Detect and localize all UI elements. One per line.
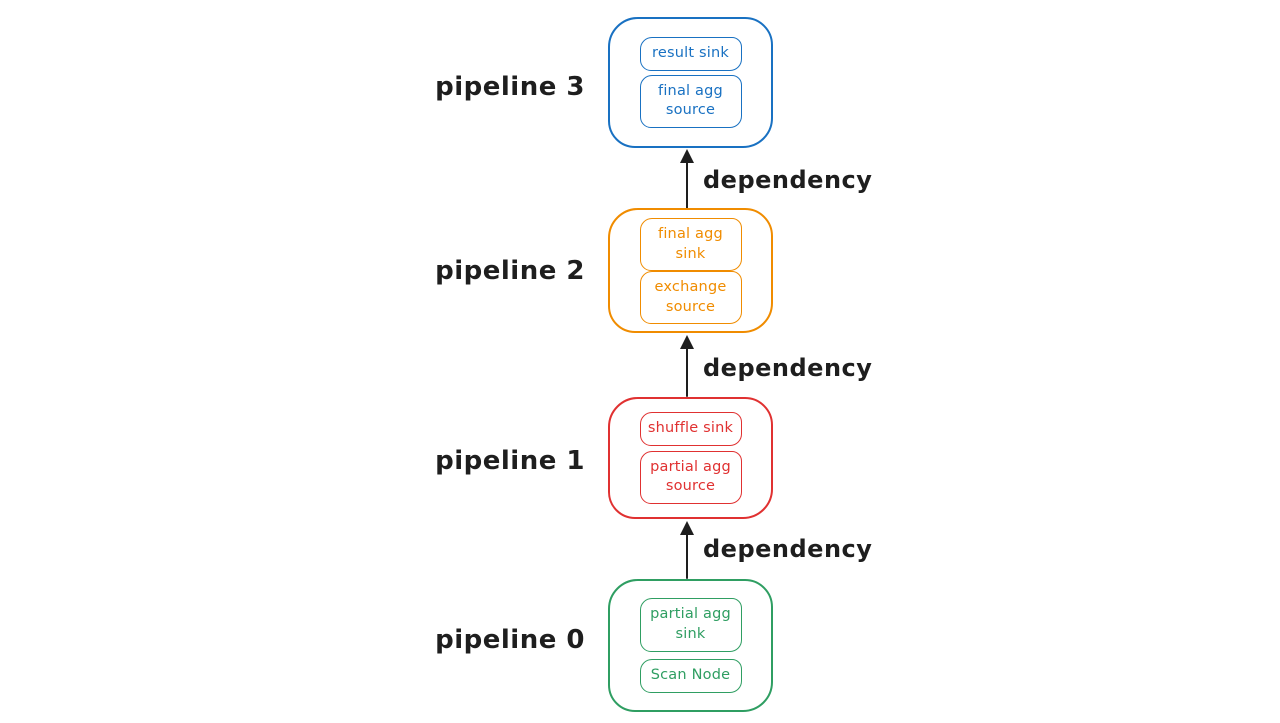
node-final-agg-source: final agg source [639, 74, 742, 128]
arrowhead-icon [680, 335, 694, 349]
arrowhead-icon [680, 521, 694, 535]
dependency-arrow-1-to-2 [680, 335, 694, 397]
node-exchange-source: exchange source [639, 271, 742, 325]
pipeline-0-label: pipeline 0 [435, 625, 585, 655]
dependency-arrow-0-to-1 [680, 521, 694, 579]
pipeline-3-label: pipeline 3 [435, 72, 585, 102]
dependency-label-0-to-1: dependency [703, 535, 873, 563]
pipeline-2-label: pipeline 2 [435, 256, 585, 286]
node-shuffle-sink: shuffle sink [639, 412, 742, 446]
node-partial-agg-source: partial agg source [639, 450, 742, 504]
pipeline-1-box: shuffle sink partial agg source [608, 397, 773, 519]
dependency-label-2-to-3: dependency [703, 166, 873, 194]
node-result-sink: result sink [639, 37, 742, 71]
dependency-label-1-to-2: dependency [703, 354, 873, 382]
pipeline-0-box: partial agg sink Scan Node [608, 579, 773, 712]
node-final-agg-sink: final agg sink [639, 218, 742, 272]
node-scan-node: Scan Node [639, 659, 742, 693]
dependency-arrow-2-to-3 [680, 149, 694, 210]
arrowhead-icon [680, 149, 694, 163]
node-partial-agg-sink: partial agg sink [639, 598, 742, 652]
pipeline-1-label: pipeline 1 [435, 446, 585, 476]
pipeline-2-box: final agg sink exchange source [608, 208, 773, 333]
pipeline-3-box: result sink final agg source [608, 17, 773, 148]
